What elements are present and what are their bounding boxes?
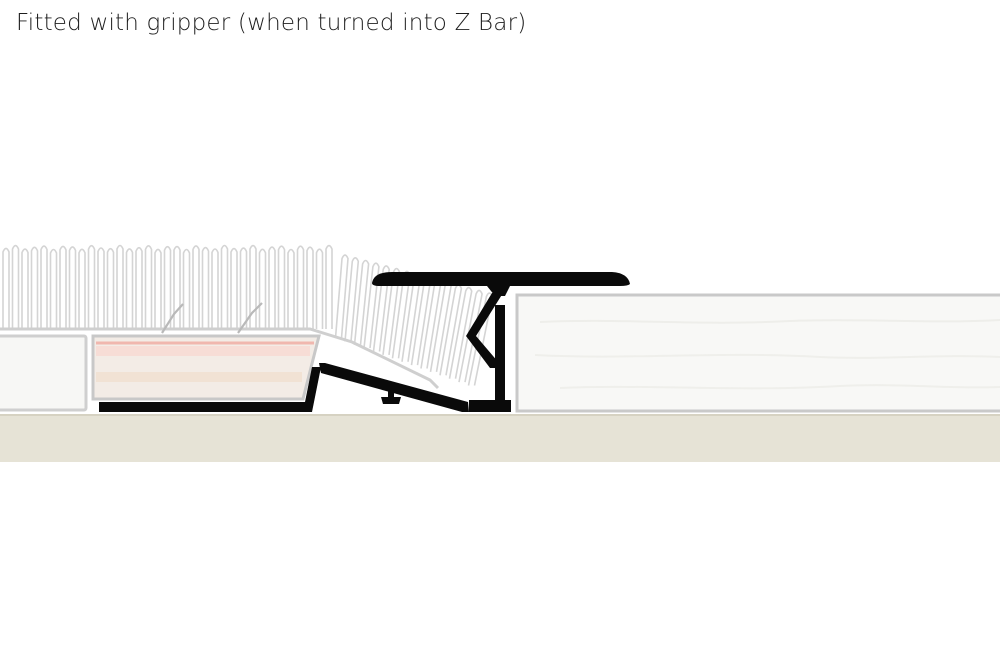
- carpet-fibre: [315, 248, 324, 329]
- carpet-fibre: [125, 248, 134, 329]
- z-bar-profile: [99, 272, 630, 412]
- carpet-fibre: [249, 244, 257, 329]
- carpet-fibre: [296, 245, 305, 329]
- carpet-fibre: [334, 254, 349, 339]
- carpet-fibre: [135, 246, 143, 329]
- carpet-fibre: [154, 248, 162, 329]
- carpet-fibre: [277, 245, 286, 329]
- carpet-fibre: [192, 245, 200, 329]
- carpet-fibre: [49, 248, 58, 329]
- carpet-fibre: [458, 289, 483, 383]
- subfloor: [0, 415, 1000, 462]
- carpet-fibre: [306, 246, 314, 329]
- right-floorboard: [515, 293, 1000, 413]
- carpet-fibre: [287, 248, 295, 329]
- carpet-fibre: [344, 257, 360, 342]
- carpet-fibre: [21, 248, 29, 329]
- carpet-backing: [0, 327, 440, 390]
- carpet-fibre: [68, 246, 77, 329]
- carpet-fibre: [163, 245, 172, 329]
- gripper-pin: [237, 302, 263, 334]
- carpet-fibre: [201, 246, 210, 329]
- gripper-pin: [161, 303, 184, 334]
- carpet-fibre: [230, 247, 238, 329]
- carpet-fibre: [30, 246, 39, 329]
- carpet-fibre: [116, 244, 124, 329]
- carpet-fibre: [182, 248, 191, 329]
- carpet-fibre: [11, 244, 20, 329]
- carpet-fibre: [353, 259, 370, 345]
- carpet-fibre: [144, 245, 153, 329]
- carpet-fibre: [220, 244, 229, 329]
- carpet-fibre: [268, 246, 276, 329]
- carpet-fibre: [2, 247, 10, 329]
- carpet-fibre: [239, 247, 248, 329]
- carpet-fibre: [97, 247, 105, 329]
- left-floor-block: [0, 334, 88, 412]
- carpet-fibre: [78, 248, 86, 329]
- gripper-strip: [91, 334, 321, 401]
- carpet-fibre: [258, 248, 267, 329]
- carpet-fibre: [59, 245, 67, 329]
- carpet-fibre: [40, 245, 48, 329]
- carpet-fibre: [363, 262, 380, 349]
- carpet-fibre: [211, 248, 219, 329]
- carpet-fibre: [106, 247, 115, 329]
- carpet-fibre: [173, 245, 181, 329]
- diagram-caption: Fitted with gripper (when turned into Z …: [16, 10, 527, 36]
- carpet-fibre: [325, 244, 333, 329]
- carpet-fibre: [448, 286, 473, 379]
- carpet-fibre: [87, 244, 96, 329]
- carpet-fibre: [372, 265, 391, 352]
